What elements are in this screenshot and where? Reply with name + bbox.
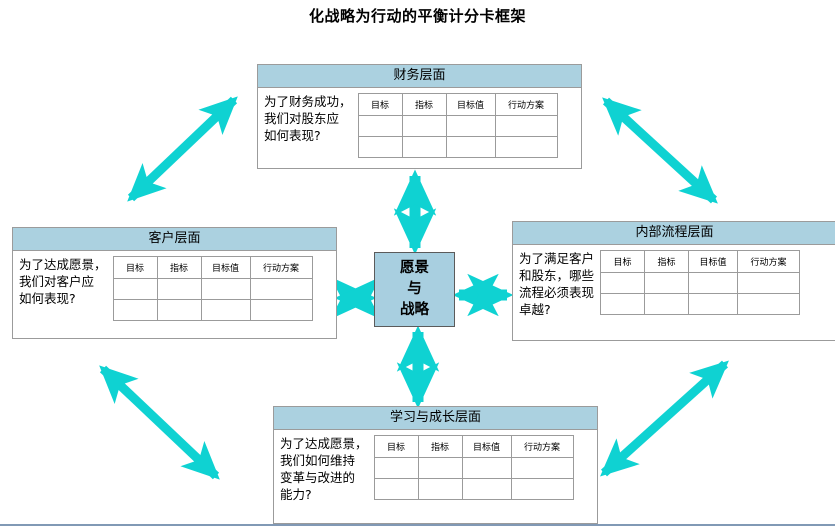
- perspective-body-learning-growth: 为了达成愿景， 我们如何维持 变革与改进的 能力? 目标 指标 目标值 行动方案: [274, 430, 597, 509]
- cell-objective[interactable]: [600, 272, 646, 294]
- column-header-target: 目标值: [688, 250, 739, 273]
- kpi-table-learning-growth[interactable]: 目标 指标 目标值 行动方案: [373, 435, 574, 500]
- cell-measure[interactable]: [644, 293, 690, 315]
- vision-line-2: 与: [407, 281, 422, 297]
- cell-objective[interactable]: [357, 136, 403, 158]
- cell-initiative[interactable]: [510, 457, 574, 479]
- table-header-row: 目标 指标 目标值 行动方案: [112, 256, 313, 279]
- bottom-divider: [0, 524, 835, 526]
- cell-target[interactable]: [461, 478, 512, 500]
- table-header-row: 目标 指标 目标值 行动方案: [600, 250, 801, 273]
- table-row[interactable]: [600, 272, 801, 294]
- column-header-target: 目标值: [445, 93, 496, 116]
- perspective-box-customer[interactable]: 客户层面 为了达成愿景， 我们对客户应 如何表现? 目标 指标 目标值 行动方案: [12, 227, 337, 339]
- table-row[interactable]: [357, 115, 558, 137]
- column-header-objective: 目标: [600, 250, 646, 273]
- cell-initiative[interactable]: [494, 136, 558, 158]
- page-title: 化战略为行动的平衡计分卡框架: [308, 7, 526, 25]
- cell-measure[interactable]: [401, 115, 447, 137]
- vision-and-strategy-box[interactable]: 愿景 与 战略: [374, 252, 455, 327]
- arrow-financial-process: [602, 97, 718, 204]
- perspective-question-internal-process: 为了满足客户 和股东，哪些 流程必须表现 卓越?: [519, 251, 595, 317]
- column-header-objective: 目标: [112, 256, 158, 279]
- cell-target[interactable]: [200, 299, 251, 321]
- cell-objective[interactable]: [112, 278, 158, 300]
- arrow-customer-financial: [127, 96, 238, 202]
- cell-objective[interactable]: [373, 478, 419, 500]
- cell-measure[interactable]: [156, 299, 202, 321]
- perspective-box-financial[interactable]: 财务层面 为了财务成功， 我们对股东应 如何表现? 目标 指标 目标值 行动方案: [257, 64, 582, 169]
- cell-measure[interactable]: [417, 478, 463, 500]
- perspective-body-financial: 为了财务成功， 我们对股东应 如何表现? 目标 指标 目标值 行动方案: [258, 88, 581, 164]
- cell-objective[interactable]: [373, 457, 419, 479]
- cell-initiative[interactable]: [510, 478, 574, 500]
- column-header-objective: 目标: [357, 93, 403, 116]
- kpi-table-financial[interactable]: 目标 指标 目标值 行动方案: [357, 93, 558, 158]
- arrow-learning-process: [600, 360, 729, 477]
- table-header-row: 目标 指标 目标值 行动方案: [373, 435, 574, 458]
- kpi-table-customer[interactable]: 目标 指标 目标值 行动方案: [112, 256, 313, 321]
- column-header-initiative: 行动方案: [737, 250, 801, 273]
- perspective-box-internal-process[interactable]: 内部流程层面 为了满足客户 和股东，哪些 流程必须表现 卓越? 目标 指标 目标…: [512, 221, 835, 341]
- table-row[interactable]: [112, 299, 313, 321]
- arrow-customer-learning: [99, 365, 220, 480]
- perspective-title-financial: 财务层面: [258, 65, 581, 88]
- column-header-initiative: 行动方案: [494, 93, 558, 116]
- kpi-table-internal-process[interactable]: 目标 指标 目标值 行动方案: [600, 250, 801, 315]
- cell-initiative[interactable]: [737, 272, 801, 294]
- cell-target[interactable]: [445, 115, 496, 137]
- cell-target[interactable]: [688, 272, 739, 294]
- table-row[interactable]: [357, 136, 558, 158]
- perspective-title-learning-growth: 学习与成长层面: [274, 407, 597, 430]
- cell-target[interactable]: [445, 136, 496, 158]
- table-row[interactable]: [600, 293, 801, 315]
- cell-measure[interactable]: [401, 136, 447, 158]
- cell-initiative[interactable]: [249, 278, 313, 300]
- cell-objective[interactable]: [600, 293, 646, 315]
- cell-target[interactable]: [461, 457, 512, 479]
- perspective-body-internal-process: 为了满足客户 和股东，哪些 流程必须表现 卓越? 目标 指标 目标值 行动方案: [513, 245, 835, 324]
- column-header-initiative: 行动方案: [510, 435, 574, 458]
- cell-target[interactable]: [200, 278, 251, 300]
- cell-initiative[interactable]: [494, 115, 558, 137]
- column-header-target: 目标值: [461, 435, 512, 458]
- cell-measure[interactable]: [156, 278, 202, 300]
- perspective-question-customer: 为了达成愿景， 我们对客户应 如何表现?: [19, 257, 107, 306]
- column-header-measure: 指标: [401, 93, 447, 116]
- perspective-question-learning-growth: 为了达成愿景， 我们如何维持 变革与改进的 能力?: [280, 436, 368, 502]
- column-header-measure: 指标: [156, 256, 202, 279]
- column-header-measure: 指标: [644, 250, 690, 273]
- column-header-initiative: 行动方案: [249, 256, 313, 279]
- column-header-measure: 指标: [417, 435, 463, 458]
- vision-line-1: 愿景: [400, 260, 429, 276]
- perspective-title-internal-process: 内部流程层面: [513, 222, 835, 245]
- cell-objective[interactable]: [112, 299, 158, 321]
- vision-line-3: 战略: [400, 302, 429, 318]
- column-header-objective: 目标: [373, 435, 419, 458]
- table-header-row: 目标 指标 目标值 行动方案: [357, 93, 558, 116]
- cell-initiative[interactable]: [249, 299, 313, 321]
- cell-initiative[interactable]: [737, 293, 801, 315]
- perspective-box-learning-growth[interactable]: 学习与成长层面 为了达成愿景， 我们如何维持 变革与改进的 能力? 目标 指标 …: [273, 406, 598, 524]
- table-row[interactable]: [373, 478, 574, 500]
- cell-objective[interactable]: [357, 115, 403, 137]
- perspective-question-financial: 为了财务成功， 我们对股东应 如何表现?: [264, 94, 352, 143]
- perspective-title-customer: 客户层面: [13, 228, 336, 251]
- cell-measure[interactable]: [417, 457, 463, 479]
- cell-measure[interactable]: [644, 272, 690, 294]
- cell-target[interactable]: [688, 293, 739, 315]
- table-row[interactable]: [112, 278, 313, 300]
- table-row[interactable]: [373, 457, 574, 479]
- perspective-body-customer: 为了达成愿景， 我们对客户应 如何表现? 目标 指标 目标值 行动方案: [13, 251, 336, 327]
- column-header-target: 目标值: [200, 256, 251, 279]
